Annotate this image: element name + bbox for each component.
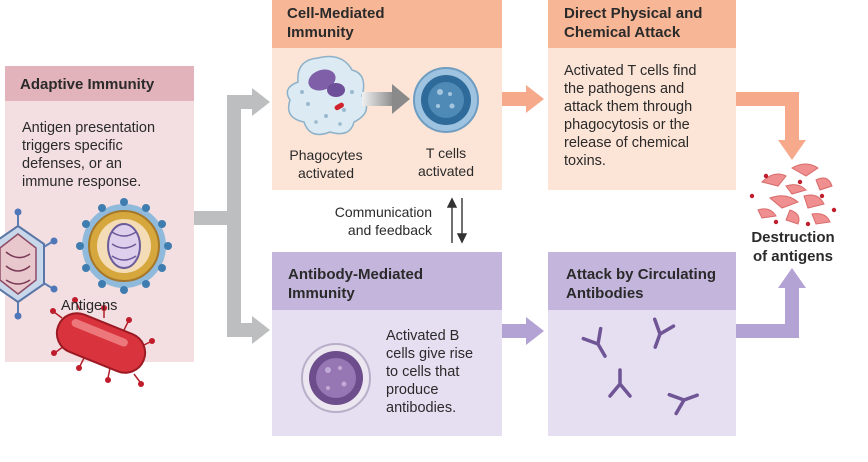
arrow-cell-to-direct xyxy=(502,85,544,113)
arrow-direct-to-destruction xyxy=(736,92,806,160)
circulating-antibodies-title: Attack by Circulating Antibodies xyxy=(566,266,717,302)
adaptive-immunity-panel xyxy=(5,66,194,362)
phagocytes-label: Phagocytes activated xyxy=(289,147,363,181)
arrow-head-to-cell-mediated xyxy=(252,88,270,116)
arrow-circulating-to-destruction xyxy=(736,268,806,338)
circulating-antibodies-header xyxy=(548,252,736,310)
arrow-antibody-to-circulating xyxy=(502,317,544,345)
adaptive-immunity-title: Adaptive Immunity xyxy=(20,76,155,93)
destruction-label: Destruction of antigens xyxy=(751,229,835,265)
direct-attack-text: Activated T cells find the pathogens and… xyxy=(564,63,697,169)
tcells-label: T cells activated xyxy=(417,145,475,179)
communication-feedback-label: Communication and feedback xyxy=(334,204,432,238)
cell-mediated-header xyxy=(272,0,502,48)
direct-attack-title: Direct Physical and Chemical Attack xyxy=(564,5,703,41)
antibody-mediated-header xyxy=(272,252,502,310)
antibody-mediated-text: Activated B cells give rise to cells tha… xyxy=(386,328,474,416)
direct-attack-header xyxy=(548,0,736,48)
antibody-mediated-title: Antibody-Mediated Immunity xyxy=(288,266,423,302)
branch-connector-arrows xyxy=(194,95,252,337)
arrow-head-to-antibody-mediated xyxy=(252,316,270,344)
adaptive-immunity-text: Antigen presentation triggers specific d… xyxy=(22,120,156,190)
adaptive-immunity-header xyxy=(5,66,194,101)
cell-mediated-title: Cell-Mediated Immunity xyxy=(287,5,385,41)
